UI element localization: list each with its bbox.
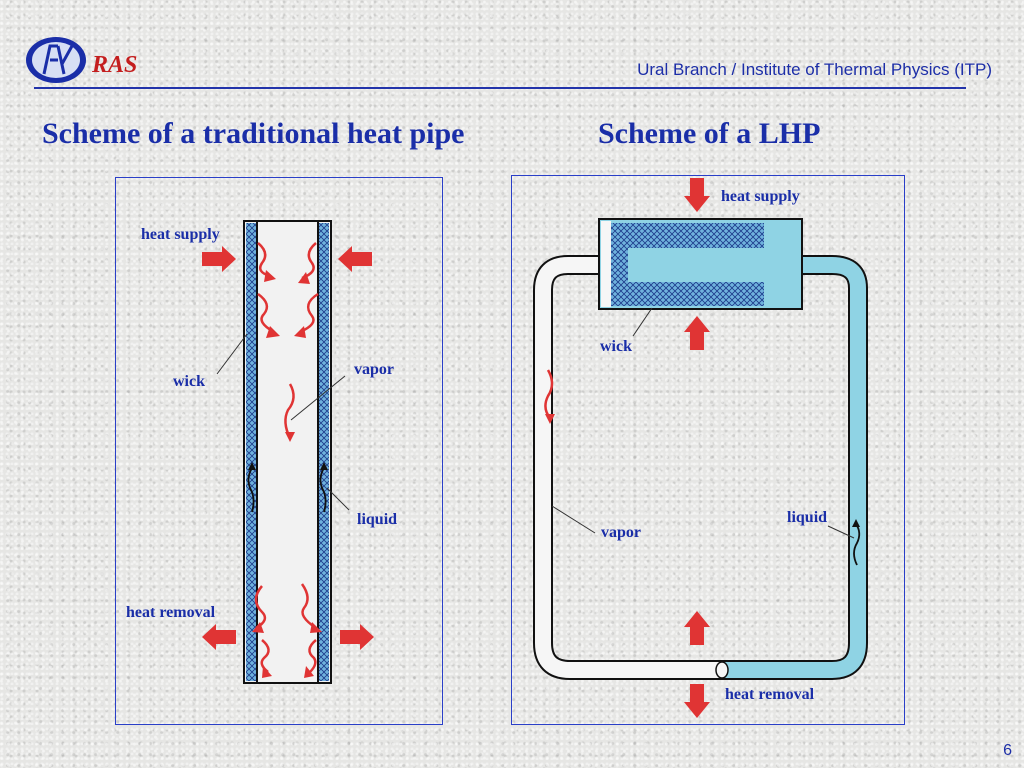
- hp-liquid-flow: [247, 467, 327, 513]
- heat-pipe-panel: [115, 177, 443, 725]
- hp-vapor-label: vapor: [354, 361, 394, 378]
- lhp-diagram: heat supply wick vapor liquid heat remov…: [533, 178, 868, 718]
- heat-pipe-diagram: heat supply wick vapor liquid heat remov…: [126, 220, 397, 684]
- hp-liquid-label: liquid: [357, 511, 397, 528]
- hp-wick-label: wick: [173, 373, 205, 390]
- lhp-liquid-line: [722, 257, 866, 678]
- hp-liquid-leader: [326, 487, 350, 511]
- lhp-title: Scheme of a LHP: [598, 117, 821, 150]
- lhp-vapor-label: vapor: [601, 524, 641, 541]
- lhp-wick-leader: [632, 307, 653, 337]
- lhp-heat-supply-label: heat supply: [721, 188, 800, 205]
- hp-heat-removal-label: heat removal: [126, 604, 216, 621]
- hp-heat-removal-arrow-right: [340, 624, 374, 650]
- lhp-liquid-leader: [827, 525, 855, 539]
- lhp-liquid-flow: [853, 523, 861, 566]
- header-org: Ural Branch / Institute of Thermal Physi…: [637, 60, 992, 79]
- ras-logo: RAS: [26, 37, 137, 83]
- heat-pipe-wick-left: [246, 223, 257, 681]
- lhp-liquid-label: liquid: [787, 509, 827, 526]
- ras-logo-text: RAS: [91, 52, 137, 78]
- lhp-wick: [611, 223, 764, 306]
- lhp-liquid-line-outer: [722, 255, 868, 680]
- hp-heat-supply-arrow-left: [202, 246, 236, 272]
- lhp-vapor-line: [535, 257, 722, 678]
- lhp-wick-label: wick: [600, 338, 632, 355]
- lhp-heat-supply-arrow-top: [684, 178, 710, 212]
- hp-vapor-flow-arrowheads: [252, 270, 322, 678]
- hp-wick-leader: [216, 333, 248, 375]
- lhp-heat-supply-arrow-bottom: [684, 316, 710, 350]
- hp-heat-removal-arrow-left: [202, 624, 236, 650]
- lhp-vapor-leader: [551, 505, 596, 534]
- hp-heat-supply-label: heat supply: [141, 226, 220, 243]
- lhp-heat-removal-arrow-down: [684, 684, 710, 718]
- heat-pipe-title: Scheme of a traditional heat pipe: [42, 117, 465, 150]
- lhp-heat-removal-label: heat removal: [725, 686, 815, 703]
- page-number: 6: [1003, 742, 1012, 759]
- hp-heat-supply-arrow-right: [338, 246, 372, 272]
- lhp-vapor-flow: [544, 369, 554, 419]
- lhp-panel: [511, 175, 905, 725]
- header-divider: [34, 87, 966, 89]
- hp-vapor-leader: [290, 375, 346, 421]
- heat-pipe-wick-right: [318, 223, 329, 681]
- lhp-heat-removal-arrow-up: [684, 611, 710, 645]
